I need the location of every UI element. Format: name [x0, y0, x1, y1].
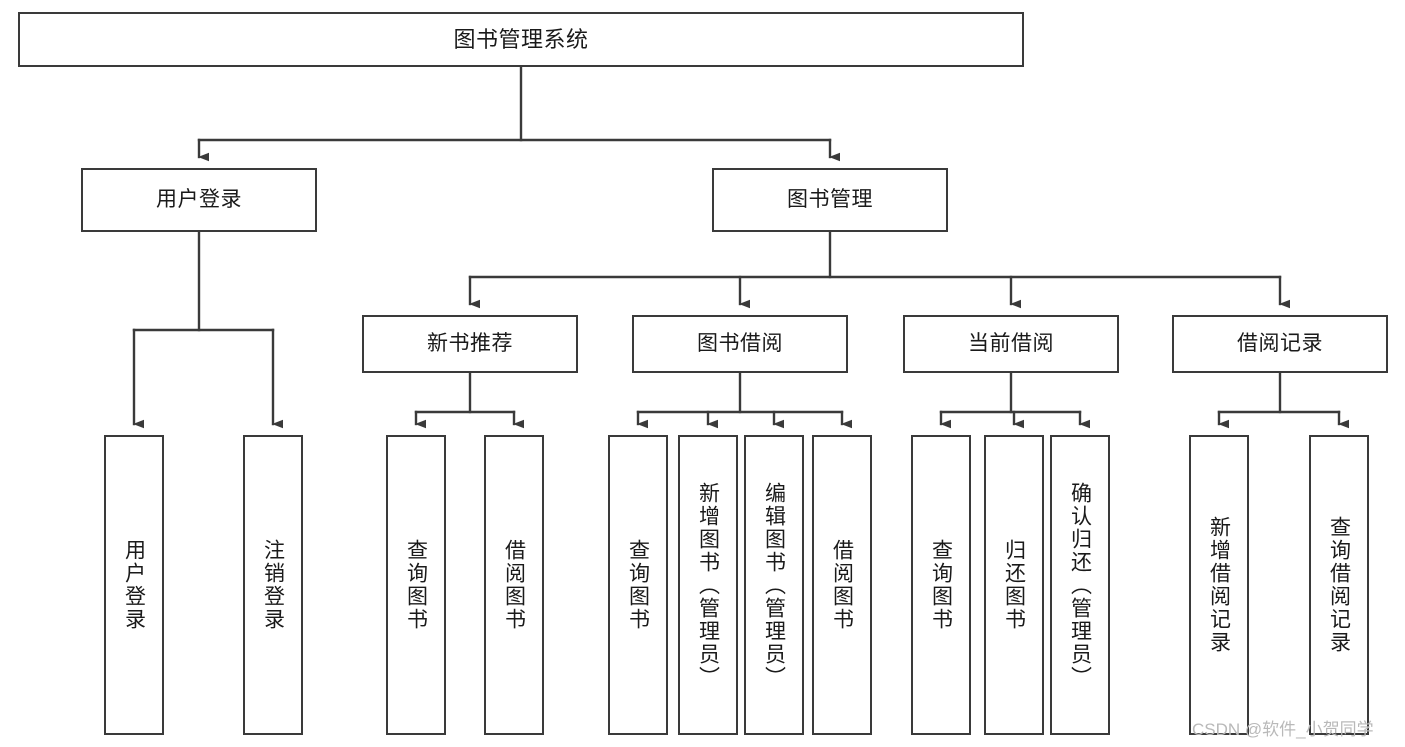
node-leaf-query-book-2[interactable]: 查询图书	[608, 435, 668, 735]
node-root[interactable]: 图书管理系统	[18, 12, 1024, 67]
node-leaf-add-book-label: 新增图书（管理员）	[696, 481, 720, 689]
node-current-borrow[interactable]: 当前借阅	[903, 315, 1119, 373]
node-leaf-user-logout-label: 注销登录	[261, 539, 285, 631]
node-borrow-record-label: 借阅记录	[1237, 331, 1323, 355]
node-leaf-query-record[interactable]: 查询借阅记录	[1309, 435, 1369, 735]
node-book-borrow[interactable]: 图书借阅	[632, 315, 848, 373]
node-user-login-label: 用户登录	[156, 187, 242, 211]
node-leaf-user-login[interactable]: 用户登录	[104, 435, 164, 735]
node-leaf-query-book-1[interactable]: 查询图书	[386, 435, 446, 735]
node-root-label: 图书管理系统	[453, 26, 589, 52]
node-leaf-borrow-book-2[interactable]: 借阅图书	[812, 435, 872, 735]
node-leaf-borrow-book-1-label: 借阅图书	[502, 539, 526, 631]
node-leaf-edit-book-label: 编辑图书（管理员）	[762, 481, 786, 689]
node-leaf-add-book[interactable]: 新增图书（管理员）	[678, 435, 738, 735]
node-new-book-recommend-label: 新书推荐	[427, 331, 513, 355]
node-leaf-query-book-2-label: 查询图书	[626, 539, 650, 631]
node-leaf-query-book-1-label: 查询图书	[404, 539, 428, 631]
node-leaf-return-book-label: 归还图书	[1002, 539, 1026, 631]
node-leaf-query-book-3-label: 查询图书	[929, 539, 953, 631]
node-leaf-confirm-return-label: 确认归还（管理员）	[1068, 481, 1092, 689]
node-leaf-edit-book[interactable]: 编辑图书（管理员）	[744, 435, 804, 735]
node-leaf-borrow-book-1[interactable]: 借阅图书	[484, 435, 544, 735]
node-new-book-recommend[interactable]: 新书推荐	[362, 315, 578, 373]
node-leaf-add-record[interactable]: 新增借阅记录	[1189, 435, 1249, 735]
node-leaf-query-book-3[interactable]: 查询图书	[911, 435, 971, 735]
node-current-borrow-label: 当前借阅	[968, 331, 1054, 355]
node-leaf-borrow-book-2-label: 借阅图书	[830, 539, 854, 631]
node-book-borrow-label: 图书借阅	[697, 331, 783, 355]
node-leaf-add-record-label: 新增借阅记录	[1207, 516, 1231, 654]
node-leaf-user-login-label: 用户登录	[122, 539, 146, 631]
node-leaf-query-record-label: 查询借阅记录	[1327, 516, 1351, 654]
node-user-login[interactable]: 用户登录	[81, 168, 317, 232]
csdn-watermark: CSDN @软件_小贺同学	[1192, 720, 1374, 739]
node-leaf-return-book[interactable]: 归还图书	[984, 435, 1044, 735]
node-book-manage-label: 图书管理	[787, 187, 873, 211]
node-book-manage[interactable]: 图书管理	[712, 168, 948, 232]
node-borrow-record[interactable]: 借阅记录	[1172, 315, 1388, 373]
node-leaf-confirm-return[interactable]: 确认归还（管理员）	[1050, 435, 1110, 735]
node-leaf-user-logout[interactable]: 注销登录	[243, 435, 303, 735]
